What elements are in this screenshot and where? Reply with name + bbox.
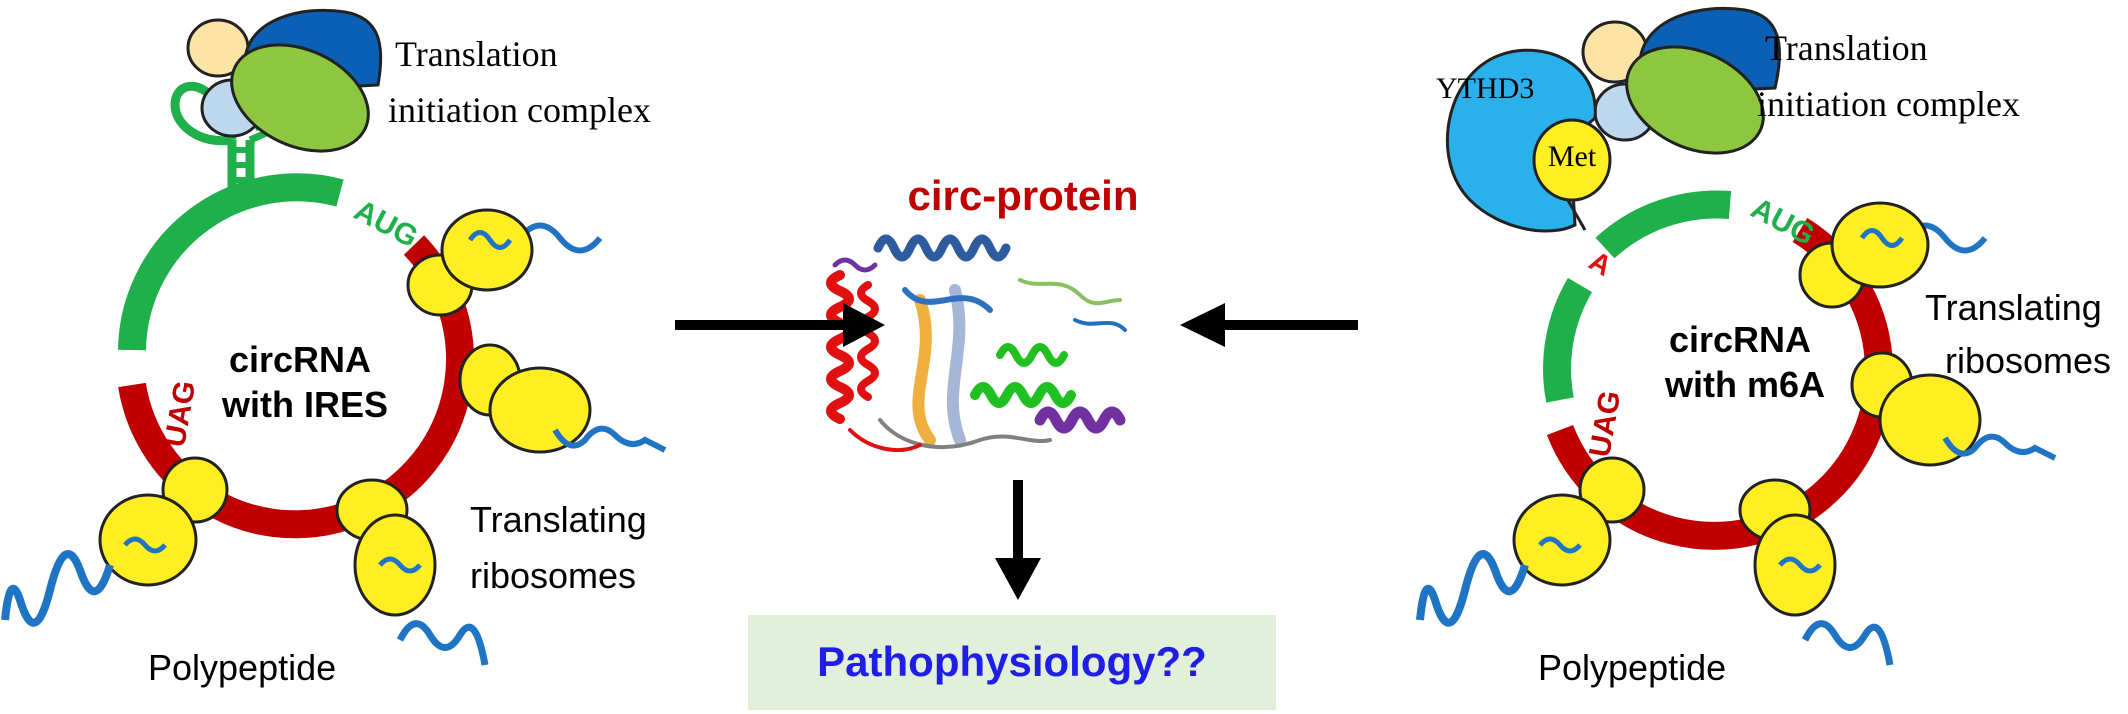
left-complex-label-1: Translation xyxy=(395,34,558,74)
circ-protein-title: circ-protein xyxy=(907,172,1138,219)
left-panel: Translation initiation complex AUG UAG c… xyxy=(1,8,667,688)
down-arrowhead xyxy=(995,558,1041,600)
right-circ-label-2: with m6A xyxy=(1664,364,1825,405)
right-ribosomes xyxy=(1416,201,2057,666)
left-ribosomes-label-1: Translating xyxy=(470,499,647,540)
right-complex-label-1: Translation xyxy=(1765,28,1928,68)
left-circ-label-1: circRNA xyxy=(229,339,371,380)
right-initiation-complex xyxy=(1445,6,1782,233)
protein-structure-icon xyxy=(826,234,1127,452)
right-arrowhead xyxy=(1180,303,1225,347)
factor-green xyxy=(1625,45,1765,155)
right-polypeptide-chain xyxy=(1416,550,1529,627)
left-ribosomes-label-2: ribosomes xyxy=(470,555,636,596)
met-label: Met xyxy=(1548,140,1597,173)
pathophysiology-box xyxy=(748,615,1276,710)
ribosome-large xyxy=(1830,201,1930,289)
left-polypeptide-chain xyxy=(1,550,114,627)
ribosome-large xyxy=(1512,493,1612,587)
left-start-codon: AUG xyxy=(349,194,423,254)
ribosome-large xyxy=(1753,513,1837,617)
ribosome-small xyxy=(1578,456,1646,524)
ribosome-large xyxy=(98,493,198,587)
ribosome-large xyxy=(488,366,592,454)
ribosome-large xyxy=(440,208,534,292)
left-stop-codon: UAG xyxy=(158,378,202,449)
ribosome-large xyxy=(353,513,437,617)
left-ribosomes xyxy=(1,208,667,666)
right-start-codon: AUG xyxy=(1746,192,1820,252)
factor-green xyxy=(230,43,370,153)
right-stop-codon: UAG xyxy=(1583,388,1627,459)
ribosome-large xyxy=(1878,373,1982,467)
met-initiator xyxy=(1532,118,1612,202)
left-complex-label-2: initiation complex xyxy=(388,90,651,130)
left-peptide-label: Polypeptide xyxy=(148,647,336,688)
pathophysiology-label: Pathophysiology?? xyxy=(817,638,1207,685)
right-peptide-label: Polypeptide xyxy=(1538,647,1726,688)
ythd3-label: YTHD3 xyxy=(1436,72,1534,105)
center-panel: circ-protein Pathophysiology?? xyxy=(675,172,1358,710)
right-ribosomes-label-1: Translating xyxy=(1925,287,2102,328)
left-initiation-complex xyxy=(186,8,383,153)
right-circ-label-1: circRNA xyxy=(1669,319,1811,360)
right-complex-label-2: initiation complex xyxy=(1757,84,2020,124)
left-circ-label-2: with IRES xyxy=(221,384,388,425)
left-arrowhead xyxy=(843,303,885,347)
right-ribosomes-label-2: ribosomes xyxy=(1945,340,2111,381)
right-panel: YTHD3 Met Translation initiation complex… xyxy=(1416,6,2111,688)
